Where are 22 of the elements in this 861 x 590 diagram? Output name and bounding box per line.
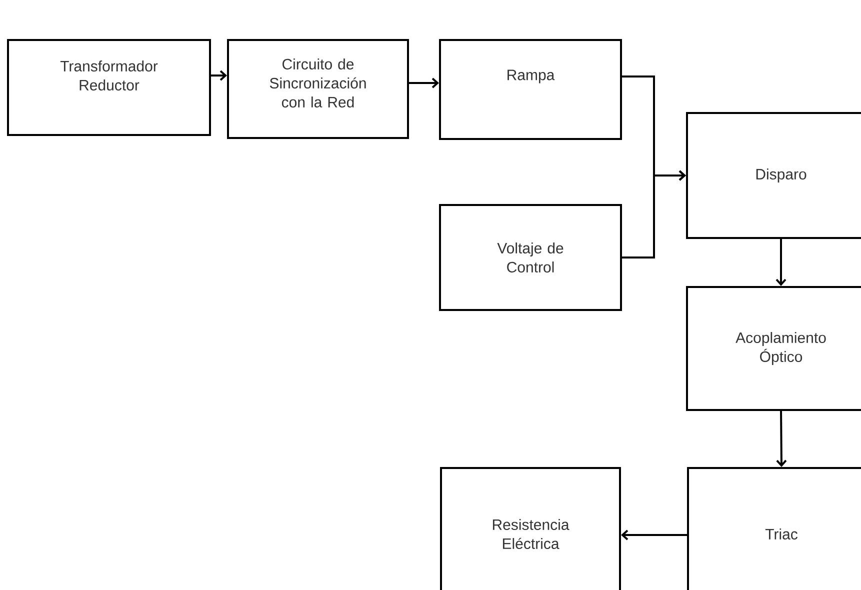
block-label: Rampa: [508, 70, 555, 84]
block-label: Resistencia Eléctrica: [492, 519, 570, 549]
arrow: [776, 239, 786, 286]
arrow: [776, 410, 787, 467]
block-label: Transformador Reductor: [60, 60, 158, 90]
arrow: [211, 70, 227, 81]
block-label: Triac: [765, 528, 798, 540]
block-box: [440, 467, 621, 590]
block-box: [7, 39, 211, 136]
block-box: [686, 286, 861, 411]
block-box: [439, 39, 622, 140]
block-label: Disparo: [756, 168, 806, 182]
block-box: [687, 467, 861, 590]
block-label: Circuito de Sincronización con la Red: [270, 58, 366, 108]
block-box: [439, 204, 622, 311]
block-box: [686, 112, 861, 239]
arrow: [622, 170, 686, 258]
block-box: [227, 39, 409, 139]
block-label: Acoplamiento Óptico: [736, 332, 826, 365]
block-label: Voltaje de Control: [497, 242, 564, 272]
arrow: [409, 78, 439, 88]
arrow: [621, 530, 687, 540]
